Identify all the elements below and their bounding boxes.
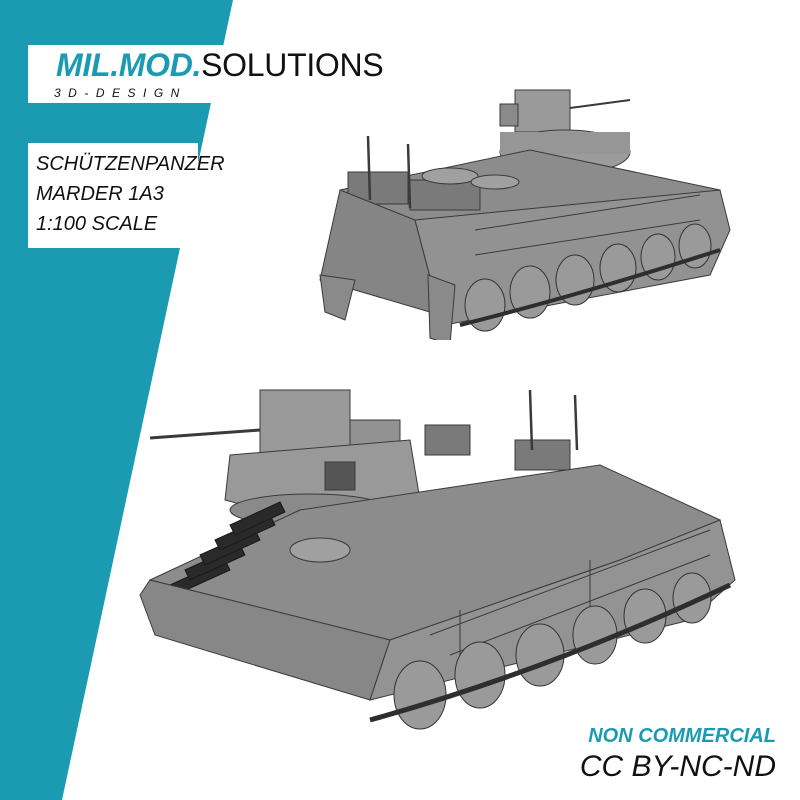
product-model: MARDER 1A3 (36, 183, 164, 205)
tank-render-front (139, 389, 736, 730)
brand-name-rest: SOLUTIONS (201, 47, 384, 83)
product-type: SCHÜTZENPANZER (36, 153, 225, 175)
product-info-panel (28, 143, 198, 248)
brand-tagline: 3D-DESIGN (54, 86, 187, 100)
brand-name-bold: MIL.MOD. (56, 47, 202, 83)
license-code: CC BY-NC-ND (579, 750, 776, 783)
logo-panel (28, 45, 398, 103)
license-usage: NON COMMERCIAL (588, 725, 776, 747)
brand-logo: MIL.MOD.SOLUTIONS (56, 45, 384, 85)
tank-render-rear (319, 89, 731, 340)
product-scale: 1:100 SCALE (36, 213, 158, 235)
